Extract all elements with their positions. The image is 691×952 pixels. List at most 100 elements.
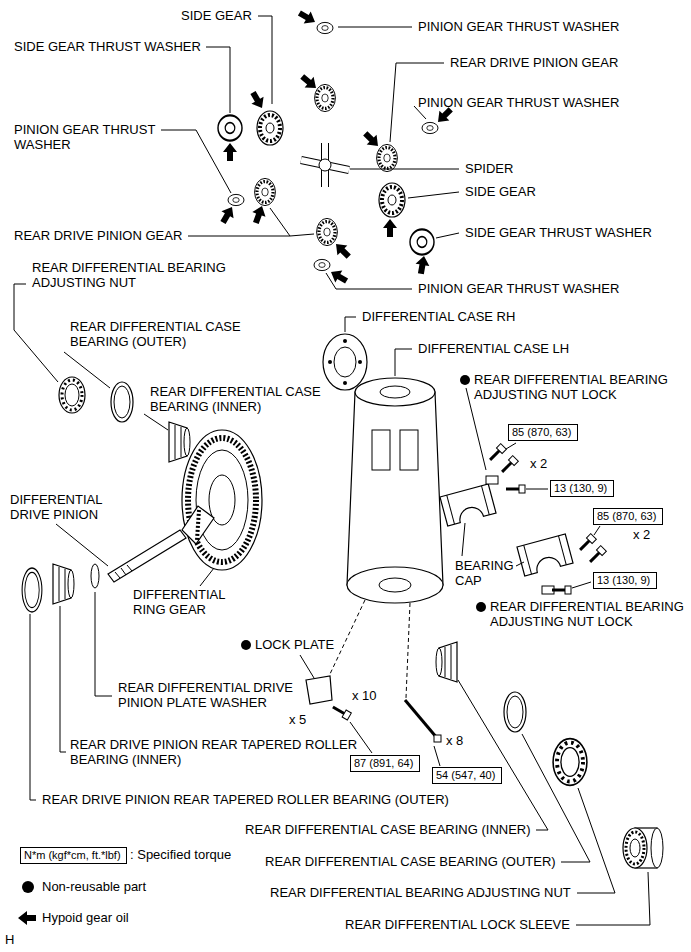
part-label: REAR DIFFERENTIAL BEARING ADJUSTING NUT (270, 885, 571, 900)
part-label: SIDE GEAR (465, 184, 536, 199)
part-label: REAR DIFFERENTIAL BEARING ADJUSTING NUT (32, 260, 232, 290)
pinion-bearing-cup (22, 568, 42, 612)
legend-entry: Non-reusable part (42, 879, 146, 894)
torque-box: 13 (130, 9) (550, 480, 614, 497)
non-reusable-dot (476, 602, 486, 612)
part-label: REAR DRIVE PINION GEAR (14, 228, 182, 243)
torque-box: 13 (130, 9) (593, 572, 657, 589)
torque-box: N*m (kgf*cm, ft.*lbf) (20, 847, 127, 864)
cap-bolt (487, 444, 506, 463)
part-label: REAR DIFFERENTIAL BEARING ADJUSTING NUT … (474, 372, 674, 402)
legend-entry: Hypoid gear oil (42, 910, 129, 925)
oil-arrow (249, 204, 268, 226)
side-gear-washer (218, 115, 242, 140)
assembly-line (406, 603, 410, 698)
part-label: SPIDER (465, 161, 513, 176)
torque-box: 87 (891, 64) (350, 755, 420, 772)
part-label: x 2 (530, 456, 547, 471)
part-label: REAR DRIVE PINION GEAR (450, 55, 618, 70)
lock-bolt (506, 485, 525, 493)
part-label: x 10 (352, 688, 377, 703)
side-gear (257, 111, 283, 145)
differential-case-rh (323, 334, 367, 390)
bearing-cap (517, 534, 573, 576)
oil-arrow (414, 255, 431, 275)
part-label: REAR DIFFERENTIAL BEARING ADJUSTING NUT … (490, 599, 686, 629)
torque-value: 87 (891, 64) (354, 757, 413, 769)
torque-value: 13 (130, 9) (597, 574, 650, 586)
side-gear-washer (410, 229, 434, 254)
nut-lock (486, 476, 498, 484)
lock-sleeve (623, 828, 663, 868)
pinion-gear (317, 218, 338, 245)
oil-arrow (360, 128, 383, 151)
cap-bolt (587, 546, 606, 565)
legend-text: : Specified torque (130, 847, 231, 862)
part-label: REAR DRIVE PINION REAR TAPERED ROLLER BE… (70, 737, 370, 767)
legend-entry: : Specified torque (130, 847, 231, 862)
legend-text: Non-reusable part (42, 879, 146, 894)
part-label: LOCK PLATE (255, 637, 334, 652)
case-bolt (331, 704, 351, 720)
part-label: REAR DIFFERENTIAL CASE BEARING (INNER) (245, 822, 531, 837)
part-label: DIFFERENTIAL CASE RH (362, 309, 515, 324)
torque-value: 85 (870, 63) (597, 510, 656, 522)
part-label: x 5 (289, 712, 306, 727)
legend-text: Hypoid gear oil (42, 910, 129, 925)
cap-bolt (499, 456, 518, 475)
oil-arrow (296, 7, 319, 28)
part-label: REAR DIFFERENTIAL CASE BEARING (OUTER) (265, 854, 556, 869)
bearing-cup (111, 382, 133, 422)
bearing-cone (169, 422, 190, 462)
lock-bolt (552, 586, 571, 594)
pinion-gear (255, 178, 276, 205)
torque-value: 85 (870, 63) (512, 426, 571, 438)
lock-plate (306, 676, 332, 704)
torque-box: 85 (870, 63) (593, 508, 663, 525)
case-bolt-head (434, 735, 441, 742)
part-label: REAR DIFFERENTIAL CASE BEARING (OUTER) (70, 319, 250, 349)
ring-gear (182, 430, 262, 570)
pinion-washer (422, 122, 438, 133)
part-label: PINION GEAR THRUST WASHER (418, 19, 619, 34)
part-label: x 2 (633, 527, 650, 542)
bearing-cone (436, 642, 457, 682)
part-label: PINION GEAR THRUST WASHER (14, 122, 164, 152)
legend-oil-arrow (18, 911, 36, 925)
torque-value: 54 (547, 40) (436, 769, 495, 781)
part-label: DIFFERENTIAL RING GEAR (133, 587, 233, 617)
non-reusable-dot (241, 640, 251, 650)
part-label: REAR DIFFERENTIAL DRIVE PINION PLATE WAS… (118, 680, 303, 710)
spider (301, 143, 349, 187)
part-label: H (5, 932, 14, 947)
part-label: PINION GEAR THRUST WASHER (418, 95, 619, 110)
non-reusable-dot (460, 375, 470, 385)
part-label: DIFFERENTIAL DRIVE PINION (10, 492, 120, 522)
part-label: REAR DIFFERENTIAL CASE BEARING (INNER) (150, 384, 330, 414)
torque-value: 13 (130, 9) (554, 482, 607, 494)
oil-arrow (331, 239, 354, 262)
pinion-washer (228, 194, 244, 205)
part-label: BEARING CAP (455, 558, 525, 588)
legend-dot (22, 881, 34, 893)
case-bolt (405, 700, 437, 738)
oil-arrow (217, 204, 238, 227)
part-label: PINION GEAR THRUST WASHER (418, 281, 619, 296)
assembly-line (330, 600, 365, 674)
part-label: SIDE GEAR (181, 8, 252, 23)
part-label: REAR DIFFERENTIAL LOCK SLEEVE (345, 917, 570, 932)
differential-case-lh (347, 378, 443, 603)
pinion-washer (314, 259, 330, 270)
leader-lines (14, 16, 650, 925)
oil-arrow (223, 143, 237, 161)
oil-arrow (383, 219, 397, 237)
pinion-bearing-cone (53, 564, 74, 604)
adjusting-nut (553, 739, 587, 786)
bearing-cup (504, 692, 526, 732)
torque-box: 85 (870, 63) (508, 424, 578, 441)
part-label: REAR DRIVE PINION REAR TAPERED ROLLER BE… (42, 792, 449, 807)
bearing-cap (440, 484, 496, 526)
plate-washer (91, 564, 99, 588)
